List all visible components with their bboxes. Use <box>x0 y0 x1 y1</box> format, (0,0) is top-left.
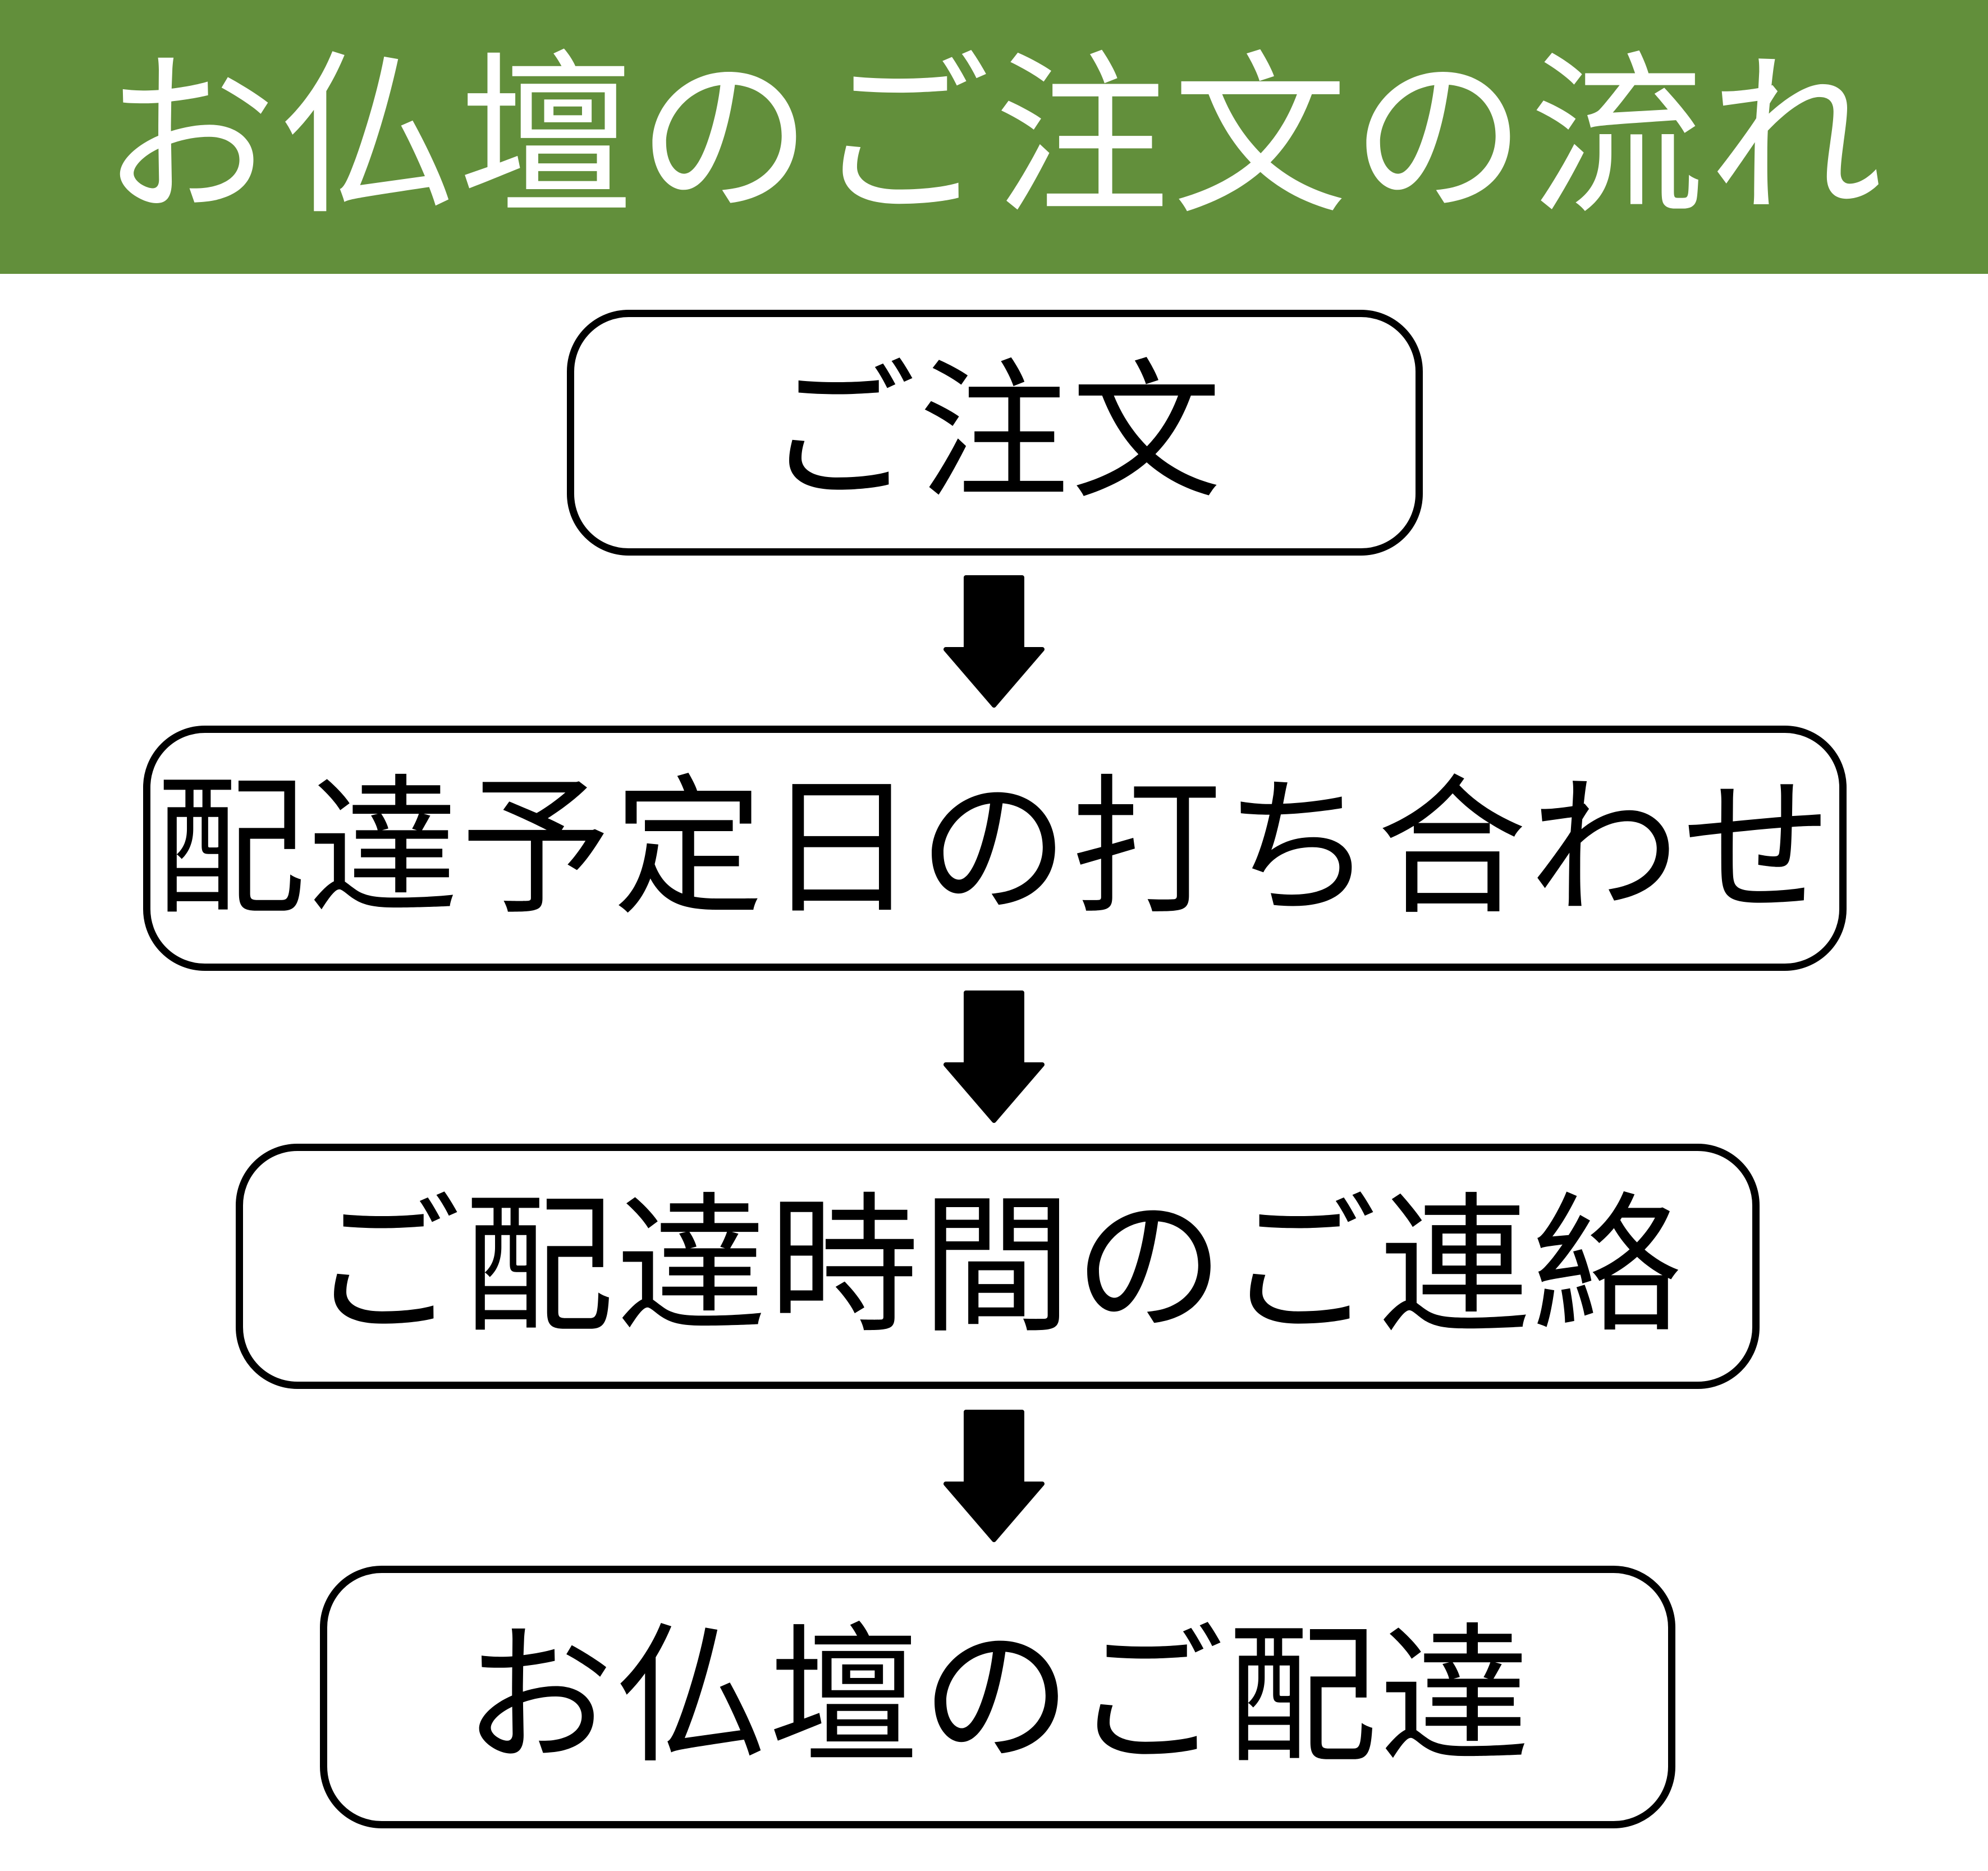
header-band: お仏壇のご注文の流れ <box>0 0 1988 274</box>
down-arrow-icon <box>943 1410 1045 1542</box>
step-label-delivery-date: 配達予定日の打ち合わせ <box>155 760 1835 936</box>
step-box-order: ご注文 <box>567 310 1423 556</box>
step-box-altar-delivery: お仏壇のご配達 <box>320 1566 1675 1828</box>
step-label-delivery-time: ご配達時間のご連絡 <box>310 1178 1685 1354</box>
step-box-delivery-time: ご配達時間のご連絡 <box>236 1144 1760 1389</box>
down-arrow-icon <box>943 575 1045 708</box>
step-label-order: ご注文 <box>766 345 1224 520</box>
down-arrow-icon <box>943 990 1045 1123</box>
step-box-delivery-date: 配達予定日の打ち合わせ <box>143 726 1847 971</box>
step-label-altar-delivery: お仏壇のご配達 <box>463 1609 1532 1785</box>
page-title: お仏壇のご注文の流れ <box>102 35 1886 239</box>
